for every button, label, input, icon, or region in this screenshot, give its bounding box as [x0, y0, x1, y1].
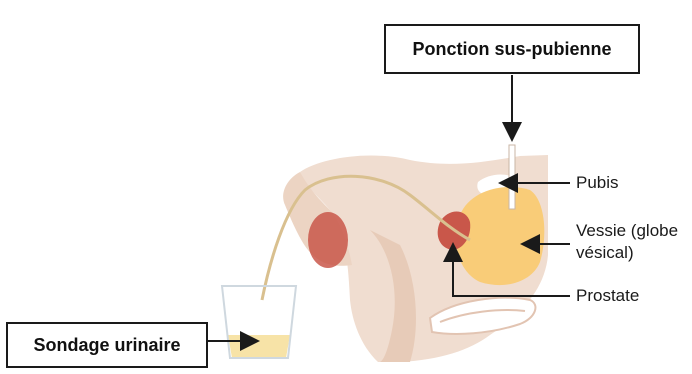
testis	[308, 212, 348, 268]
bladder-label-line2: vésical)	[576, 242, 634, 264]
suprapubic-needle	[509, 145, 515, 209]
urinary-catheter-label: Sondage urinaire	[6, 322, 208, 368]
pubis-label: Pubis	[576, 172, 619, 194]
suprapubic-label: Ponction sus-pubienne	[384, 24, 640, 74]
prostate-label: Prostate	[576, 285, 639, 307]
bladder-label-line1: Vessie (globe	[576, 220, 678, 242]
urine-cup-liquid	[228, 335, 290, 358]
